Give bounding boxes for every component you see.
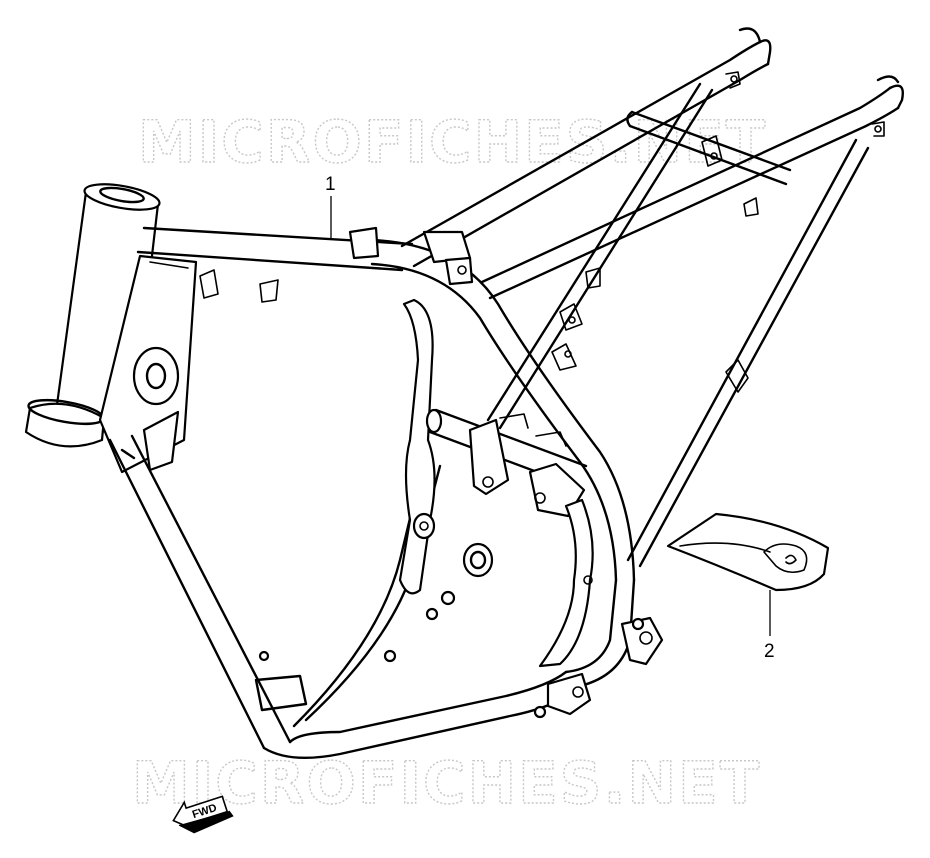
watermark-bottom: MICROFICHES.NET xyxy=(132,749,761,817)
frame-part[interactable] xyxy=(24,27,904,759)
callout-2: 2 xyxy=(764,641,775,662)
callout-1: 1 xyxy=(325,174,336,195)
fwd-badge: FWD xyxy=(172,795,234,834)
watermark-top: MICROFICHES.NET xyxy=(138,108,767,176)
frame-protector-part[interactable] xyxy=(666,512,830,592)
